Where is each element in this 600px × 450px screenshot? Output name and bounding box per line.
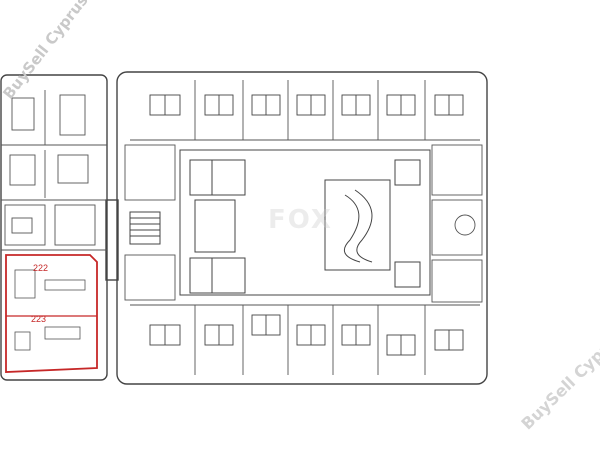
highlighted-rooms [5,254,98,373]
north-desks [149,94,464,116]
watermark-center: FOX [268,205,333,235]
north-offices [130,80,480,141]
south-desks [149,314,464,356]
room-label-222: 222 [33,263,49,273]
building-core [129,149,431,296]
south-offices [130,304,480,375]
west-wing-outline [0,74,108,381]
main-building-outline [116,71,488,385]
room-label-223: 223 [31,314,47,324]
link-corridor [105,199,119,281]
